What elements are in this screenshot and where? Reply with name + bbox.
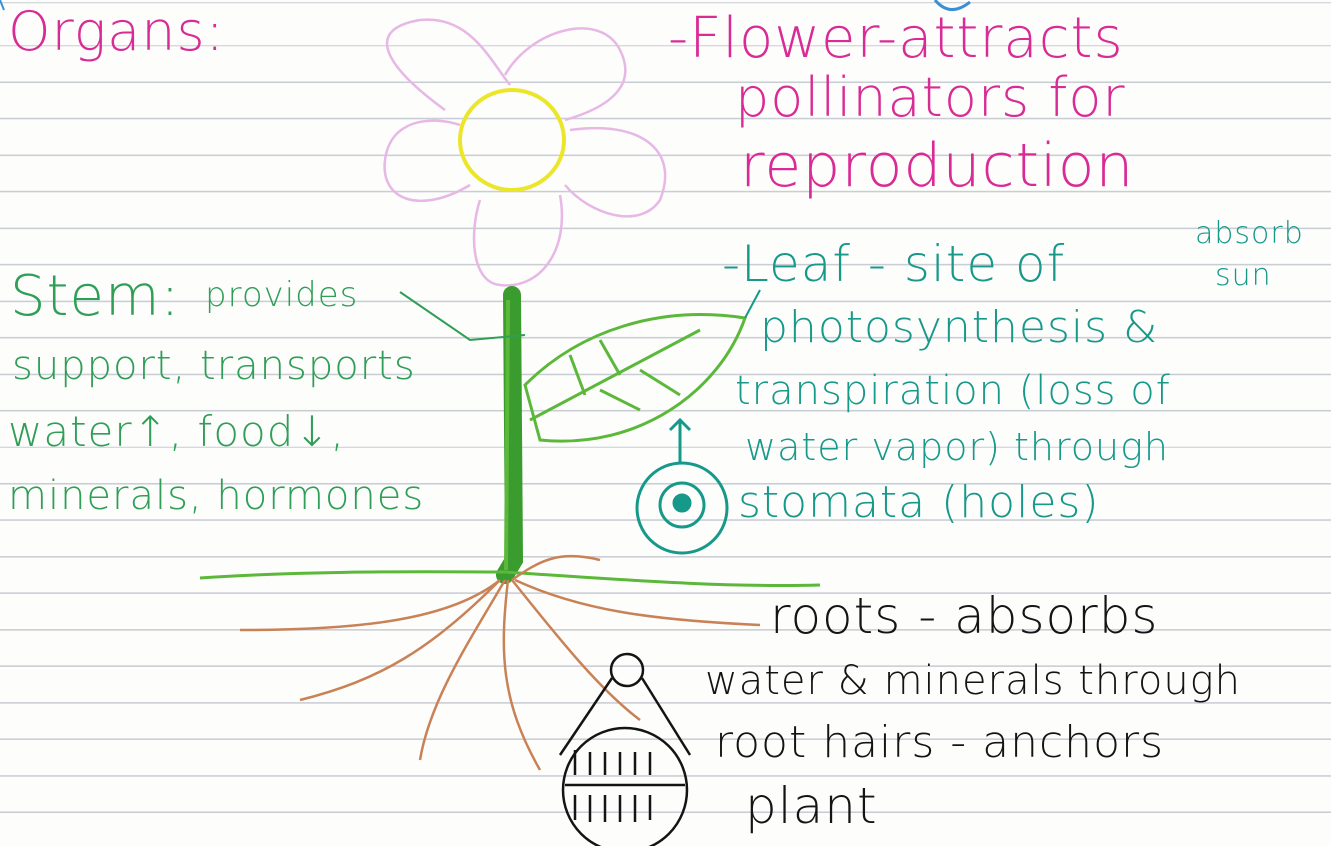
leaf [525, 315, 745, 441]
blue-mark [0, 0, 4, 10]
roots [240, 556, 760, 770]
root-hair-magnifier [560, 654, 690, 846]
stem-line-1: provides [205, 278, 358, 314]
roots-line-3: plant [745, 780, 878, 833]
leaf-side-note-1: absorb [1195, 218, 1304, 250]
flower-petals [385, 20, 666, 286]
leaf-line-1: photosynthesis & [760, 305, 1158, 351]
flower-label: -Flower-attracts [668, 10, 1124, 69]
roots-label: roots - absorbs [770, 590, 1159, 643]
leaf-annotation-line [745, 290, 760, 318]
flower-center [460, 90, 564, 190]
leaf-line-4: stomata (holes) [738, 480, 1099, 526]
flower-line-1: pollinators for [735, 70, 1126, 127]
stem-line-4: minerals, hormones [8, 475, 424, 517]
stem-line-2: support, transports [12, 345, 416, 387]
flower-line-2: reproduction [740, 135, 1134, 198]
stem-line-3: water↑, food↓, [8, 410, 345, 454]
leaf-side-note-2: sun [1215, 260, 1272, 292]
roots-line-1: water & minerals through [705, 660, 1241, 702]
leaf-label: -Leaf - site of [722, 238, 1065, 291]
stem-label: Stem: [10, 268, 180, 327]
organs-heading: Organs: [8, 4, 225, 61]
stomata-diagram [637, 420, 727, 553]
roots-line-2: root hairs - anchors [715, 720, 1164, 766]
leaf-line-3: water vapor) through [745, 428, 1169, 468]
leaf-line-2: transpiration (loss of [735, 370, 1171, 412]
